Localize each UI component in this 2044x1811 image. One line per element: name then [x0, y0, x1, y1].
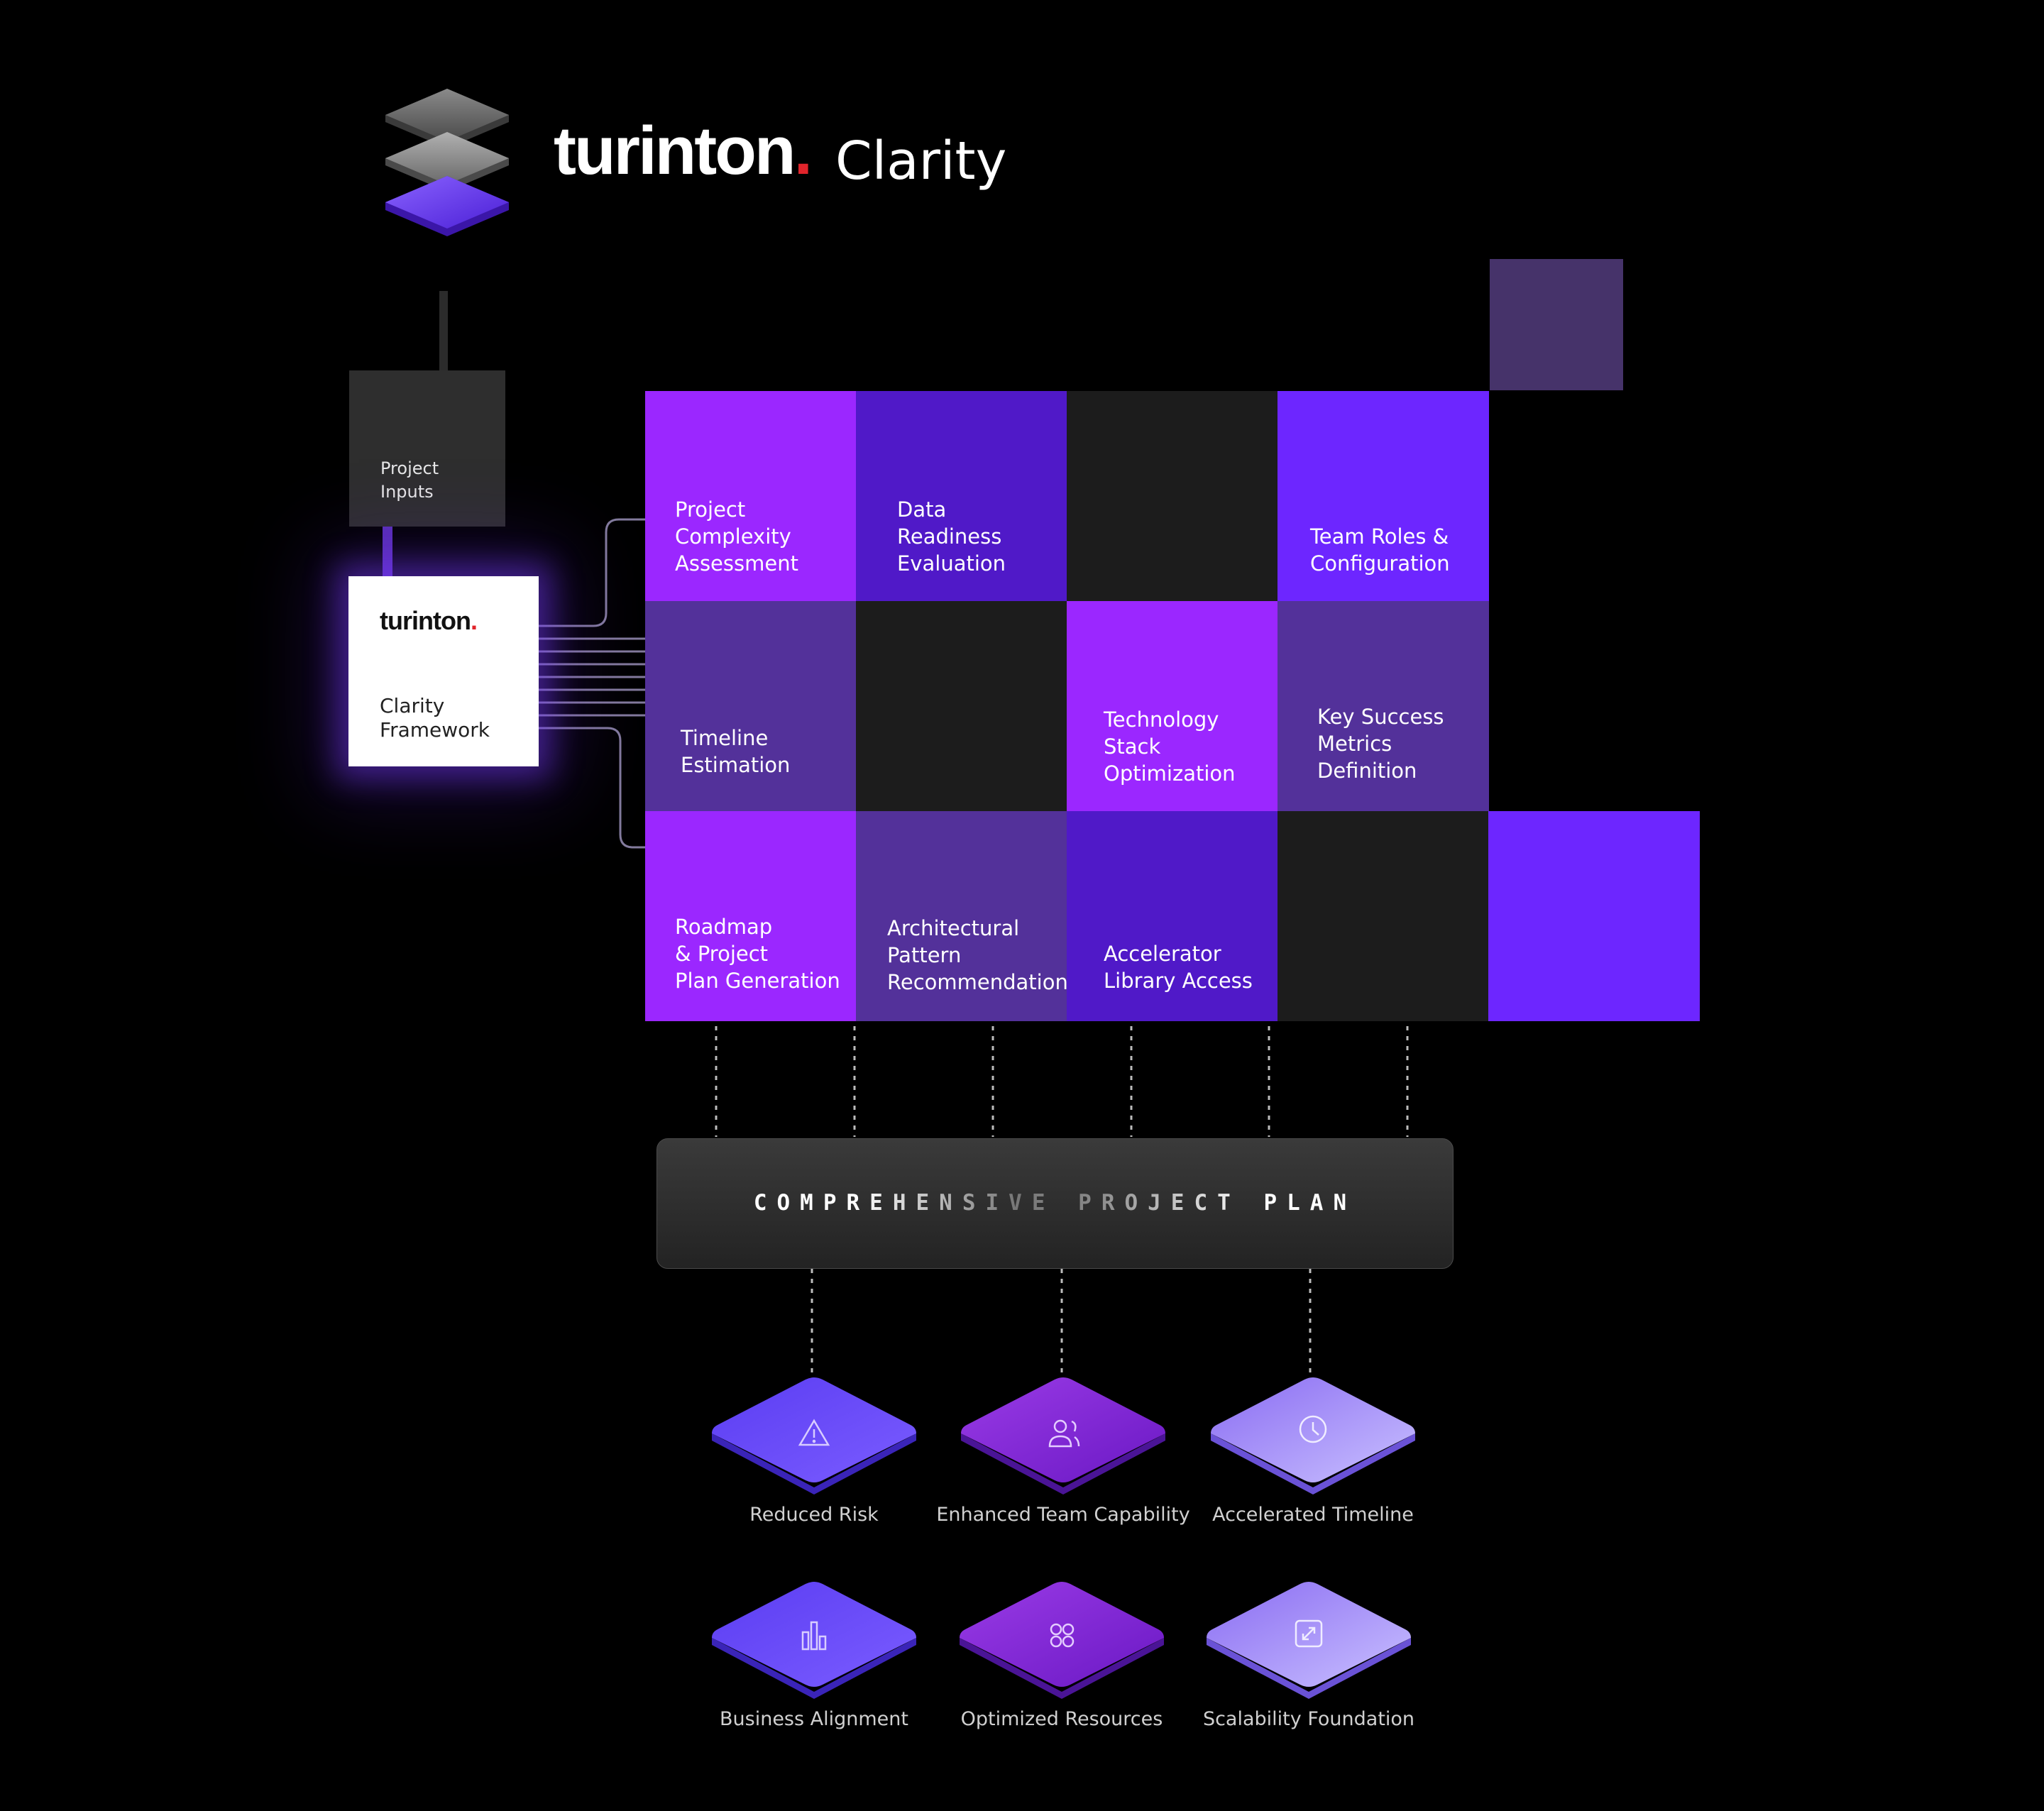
brand-dot: .: [793, 113, 813, 189]
grid-cell-label: Data Readiness Evaluation: [897, 497, 1006, 576]
brand-wordmark: turinton.: [554, 117, 813, 185]
grid-cell-label: Technology Stack Optimization: [1104, 708, 1236, 786]
brand-word: turinton: [554, 113, 796, 189]
bar-chart-icon: [712, 1582, 916, 1699]
project-inputs-label: Project Inputs: [380, 458, 439, 502]
users-icon: [961, 1377, 1165, 1495]
grid-cell-empty: [1278, 811, 1489, 1021]
grid-cell-label: Key Success Metrics Definition: [1317, 705, 1444, 783]
framework-logo-dot: .: [470, 606, 478, 635]
grid-cell-label: Timeline Estimation: [681, 726, 791, 777]
outcome-label: Business Alignment: [720, 1708, 908, 1730]
grid-cell-roadmap: Roadmap & Project Plan Generation: [645, 811, 857, 1021]
outcome-scalability-foundation: Scalability Foundation: [1202, 1577, 1415, 1761]
grid-cell-project-complexity: Project Complexity Assessment: [645, 391, 857, 601]
grid-circles-icon: [960, 1582, 1164, 1699]
project-inputs-box: Project Inputs: [349, 370, 505, 527]
outcome-label: Optimized Resources: [960, 1708, 1163, 1730]
outcome-accelerated-timeline: Accelerated Timeline: [1207, 1372, 1419, 1557]
framework-logo: turinton.: [380, 606, 478, 636]
grid-cell-label: Roadmap & Project Plan Generation: [675, 915, 840, 993]
grid-cell-empty: [856, 601, 1067, 811]
clock-icon: [1211, 1377, 1415, 1495]
grid-cell-label: Accelerator Library Access: [1104, 942, 1253, 993]
grid-cell-timeline-estimation: Timeline Estimation: [645, 601, 857, 811]
outcome-label: Scalability Foundation: [1202, 1708, 1415, 1730]
product-name: Clarity: [835, 131, 1007, 192]
outcome-label: Reduced Risk: [749, 1504, 879, 1526]
grid-cell-label: Architectural Pattern Recommendation: [887, 916, 1068, 994]
layers-logo-icon: [385, 89, 509, 236]
outcome-business-alignment: Business Alignment: [708, 1577, 921, 1761]
grid-cell-key-success-metrics: Key Success Metrics Definition: [1278, 601, 1489, 811]
clarity-framework-box: turinton. Clarity Framework: [348, 576, 539, 766]
comprehensive-plan-panel: COMPREHENSIVE PROJECT PLAN: [656, 1138, 1454, 1269]
grid-cell-technology-stack: Technology Stack Optimization: [1067, 601, 1278, 811]
outcome-optimized-resources: Optimized Resources: [955, 1577, 1168, 1761]
plan-title: COMPREHENSIVE PROJECT PLAN: [657, 1190, 1453, 1216]
grid-cell-empty: [1067, 391, 1278, 601]
grid-cell-accelerator-library: Accelerator Library Access: [1067, 811, 1278, 1021]
outcome-reduced-risk: Reduced Risk: [708, 1372, 921, 1557]
grid-cell-accent: [1488, 811, 1700, 1021]
grid-cell-label: Project Complexity Assessment: [675, 497, 798, 576]
framework-label: Clarity Framework: [380, 694, 490, 742]
outcome-label: Accelerated Timeline: [1212, 1504, 1414, 1526]
expand-icon: [1207, 1582, 1411, 1699]
framework-logo-word: turinton: [380, 606, 471, 635]
outcome-label: Enhanced Team Capability: [936, 1504, 1190, 1526]
warning-icon: [712, 1377, 916, 1495]
grid-cell-label: Team Roles & Configuration: [1310, 524, 1450, 576]
grid-cell-data-readiness: Data Readiness Evaluation: [856, 391, 1067, 601]
accent-square: [1490, 259, 1623, 390]
outcome-enhanced-team: Enhanced Team Capability: [936, 1372, 1190, 1557]
grid-cell-architectural-pattern: Architectural Pattern Recommendation: [856, 811, 1068, 1021]
grid-cell-team-roles: Team Roles & Configuration: [1278, 391, 1489, 601]
